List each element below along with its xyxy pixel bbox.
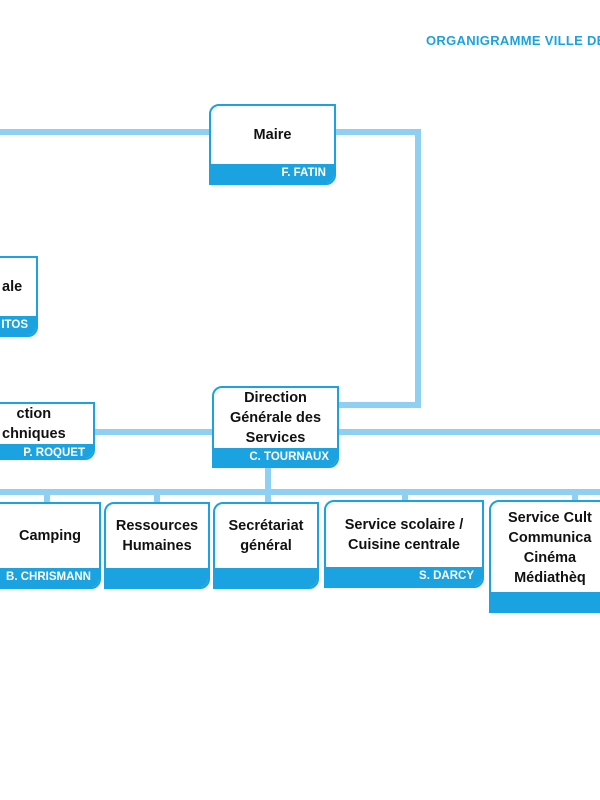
node-title: Maire — [253, 127, 292, 143]
node-title: ction chniques — [2, 406, 66, 442]
node-secretariat: Secrétariat général — [213, 502, 319, 589]
node-title: Secrétariat général — [228, 518, 304, 554]
node-title: ale — [2, 279, 23, 295]
node-scolaire: Service scolaire / Cuisine centrale S. D… — [324, 500, 484, 588]
node-person: B. CHRISMANN — [0, 568, 99, 587]
node-person: C. TOURNAUX — [214, 448, 337, 466]
node-title: Service scolaire / Cuisine centrale — [344, 516, 464, 553]
node-person — [215, 568, 317, 587]
node-title: Camping — [18, 528, 82, 544]
node-person: S. DARCY — [326, 567, 482, 586]
node-person — [106, 568, 208, 587]
node-directrice-cabinet: ale ITOS — [0, 256, 38, 337]
node-person: ITOS — [0, 316, 36, 335]
node-title: Ressources Humaines — [115, 518, 199, 554]
node-title: Service Cult Communica Cinéma Médiathèq — [508, 510, 592, 586]
node-person: F. FATIN — [211, 164, 334, 183]
node-culture: Service Cult Communica Cinéma Médiathèq — [489, 500, 600, 613]
connector-maire-dgs — [333, 129, 421, 408]
node-rh: Ressources Humaines — [104, 502, 210, 589]
node-person: P. ROQUET — [0, 444, 93, 458]
page-title: ORGANIGRAMME VILLE DE — [426, 33, 600, 48]
node-maire: Maire F. FATIN — [209, 104, 336, 185]
node-camping: Camping B. CHRISMANN — [0, 502, 101, 589]
node-services-techniques: ction chniques P. ROQUET — [0, 402, 95, 460]
node-dgs: Direction Générale des Services C. TOURN… — [212, 386, 339, 468]
node-person — [491, 592, 600, 611]
node-title: Direction Générale des Services — [229, 390, 322, 446]
